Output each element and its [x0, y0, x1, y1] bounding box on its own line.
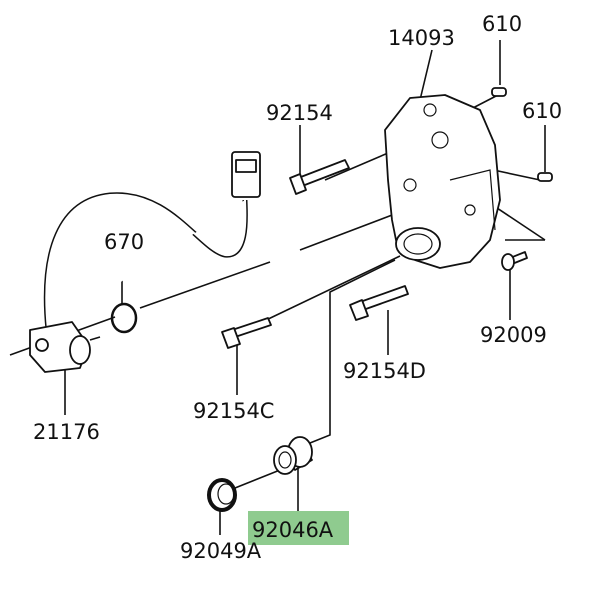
label-92154C[interactable]: 92154C: [193, 399, 274, 423]
seal-92049A: [207, 478, 237, 512]
label-92154[interactable]: 92154: [266, 101, 333, 125]
label-21176[interactable]: 21176: [33, 420, 100, 444]
label-92009[interactable]: 92009: [480, 323, 547, 347]
oring-670: [110, 302, 138, 334]
label-14093[interactable]: 14093: [388, 26, 455, 50]
pin-610-right: [537, 172, 553, 182]
label-92049A[interactable]: 92049A: [180, 539, 262, 563]
screw-92009: [501, 251, 528, 271]
label-670[interactable]: 670: [104, 230, 144, 254]
bearing-92046A: [273, 436, 313, 475]
label-92046A[interactable]: 92046A: [252, 518, 334, 542]
label-610-right[interactable]: 610: [522, 99, 562, 123]
bolt-92154C: [221, 317, 272, 349]
bolt-92154D: [349, 285, 409, 321]
label-610-top[interactable]: 610: [482, 12, 522, 36]
label-92154D[interactable]: 92154D: [343, 359, 426, 383]
highlight-box: [248, 511, 349, 545]
bracket-14093: [384, 94, 501, 269]
sensor-21176: [29, 151, 261, 373]
bolt-92154: [289, 159, 350, 195]
pin-610-top: [491, 87, 507, 97]
